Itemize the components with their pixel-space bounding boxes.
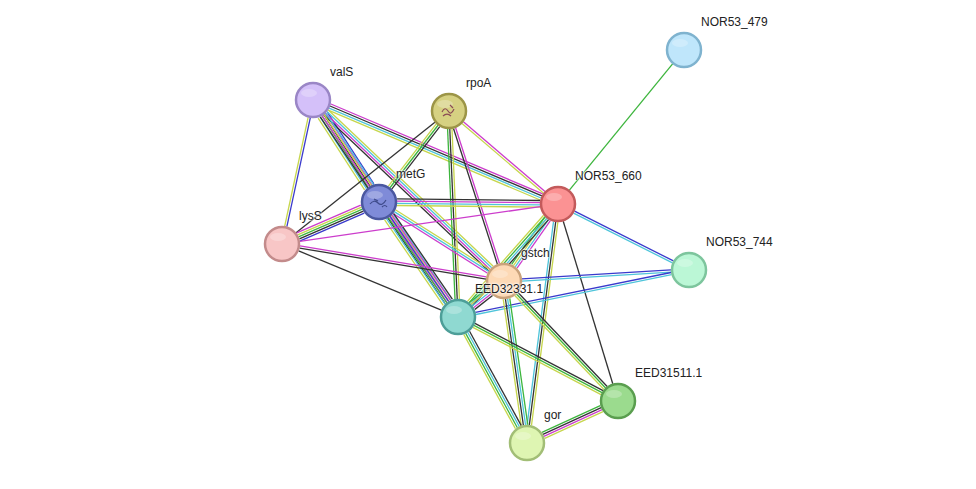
protein-node: EED32331.1 (439, 298, 477, 336)
node-circle (508, 424, 546, 462)
interaction-edge (453, 128, 499, 264)
node-circle (539, 185, 577, 223)
protein-label: NOR53_660 (575, 169, 642, 183)
protein-node: lysS (263, 225, 301, 263)
protein-label: EED31511.1 (635, 366, 702, 380)
evidence-line (397, 201, 540, 203)
protein-node: NOR53_479 (665, 31, 703, 69)
evidence-line (575, 211, 674, 261)
interaction-edge (542, 406, 603, 439)
interaction-edge (574, 211, 674, 263)
evidence-line (299, 209, 363, 237)
evidence-line (543, 408, 601, 435)
evidence-line (390, 125, 438, 187)
evidence-line (324, 114, 449, 301)
evidence-line (542, 406, 600, 433)
evidence-line (327, 112, 373, 184)
evidence-line (517, 221, 550, 269)
interaction-edge (467, 215, 548, 305)
evidence-line (300, 207, 540, 242)
evidence-line (464, 334, 516, 428)
evidence-line (569, 64, 672, 190)
protein-node: gor (508, 424, 546, 462)
interaction-edge (462, 122, 545, 193)
evidence-line (574, 213, 673, 263)
interaction-edge (299, 251, 442, 310)
evidence-line (320, 117, 445, 304)
evidence-line (297, 205, 361, 233)
interaction-edge (300, 207, 540, 242)
interaction-edge (320, 113, 450, 304)
evidence-line (298, 207, 362, 235)
evidence-line (392, 215, 451, 300)
evidence-line (390, 216, 449, 301)
evidence-line (397, 203, 540, 205)
evidence-line (397, 206, 540, 208)
evidence-line (470, 331, 522, 425)
evidence-line (471, 218, 547, 304)
interaction-edge (397, 199, 540, 207)
node-circle (430, 92, 468, 130)
protein-label: lysS (299, 209, 322, 223)
protein-node: rpoA (430, 92, 468, 130)
node-circle (294, 81, 332, 119)
evidence-line (472, 220, 548, 306)
protein-label: gor (544, 408, 561, 422)
protein-node: NOR53_744 (670, 251, 708, 289)
interaction-edge (297, 205, 364, 241)
evidence-line (456, 128, 500, 264)
evidence-line (322, 116, 447, 303)
evidence-line (299, 251, 442, 310)
protein-node: valS (294, 81, 332, 119)
evidence-line (388, 217, 447, 302)
interaction-edge (388, 124, 440, 189)
interaction-edge (503, 298, 527, 425)
evidence-line (326, 113, 451, 300)
evidence-line (466, 333, 518, 427)
protein-node: EED31511.1 (599, 382, 637, 420)
protein-label: EED32331.1 (475, 282, 543, 296)
protein-label: NOR53_479 (701, 15, 768, 29)
evidence-line (462, 124, 544, 194)
node-circle (263, 225, 301, 263)
evidence-line (463, 122, 545, 192)
node-circle (670, 251, 708, 289)
interaction-edge (473, 323, 603, 394)
interaction-edge (569, 64, 672, 190)
evidence-line (468, 332, 520, 426)
protein-node: NOR53_660 (539, 185, 577, 223)
evidence-line (397, 199, 540, 201)
evidence-line (300, 246, 486, 277)
evidence-line (515, 296, 604, 390)
interaction-edge (515, 293, 607, 390)
node-circle (665, 31, 703, 69)
node-circle (599, 382, 637, 420)
evidence-line (388, 124, 436, 186)
protein-label: valS (330, 65, 353, 79)
evidence-line (296, 122, 435, 233)
evidence-line (473, 327, 601, 394)
protein-label: gstch (521, 246, 550, 260)
protein-label: NOR53_744 (706, 235, 773, 249)
interaction-edge (563, 221, 613, 384)
protein-node: metG (360, 183, 398, 221)
evidence-line (392, 127, 440, 189)
evidence-line (453, 128, 497, 264)
node-circle (439, 298, 477, 336)
evidence-line (563, 221, 613, 384)
node-circle (360, 183, 398, 221)
evidence-line (474, 325, 602, 392)
evidence-line (475, 323, 603, 390)
protein-label: rpoA (466, 76, 491, 90)
evidence-line (385, 220, 444, 305)
protein-label: metG (396, 167, 425, 181)
interaction-edge (296, 122, 435, 233)
